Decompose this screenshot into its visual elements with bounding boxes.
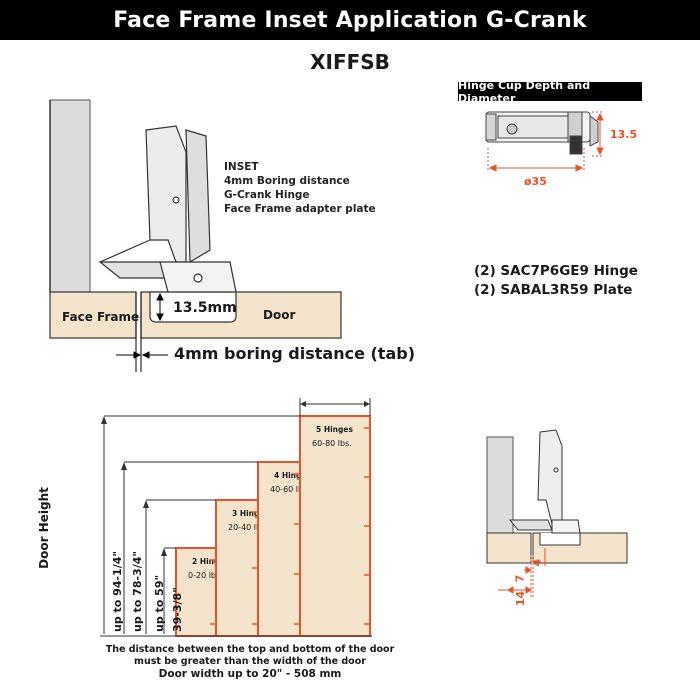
door-height-axis-label: Door Height	[37, 487, 51, 569]
page-title: Face Frame Inset Application G-Crank	[113, 7, 587, 33]
parts-item-plate: (2) SABAL3R59 Plate	[474, 282, 633, 298]
note-boring: 4mm Boring distance	[224, 175, 350, 187]
cup-depth-value: 13.5	[610, 128, 638, 141]
boring-distance-marks	[116, 292, 168, 372]
small-dim-14: 14	[514, 590, 528, 607]
cabinet-side-panel	[49, 99, 91, 293]
parts-list: (2) SAC7P6GE9 Hinge (2) SABAL3R59 Plate	[474, 262, 638, 300]
footer-line-3: Door width up to 20" - 508 mm	[158, 668, 342, 680]
cup-boring	[149, 291, 237, 323]
parts-item-hinge: (2) SAC7P6GE9 Hinge	[474, 263, 638, 279]
cup-diameter-value: ø35	[524, 175, 547, 188]
cup-depth-arrow	[156, 292, 164, 322]
door-label: Door	[263, 308, 296, 322]
footer-line-1: The distance between the top and bottom …	[105, 644, 395, 655]
face-frame-label: Face Frame	[62, 310, 140, 324]
cup-detail-label: Hinge Cup Depth and Diameter	[458, 79, 642, 105]
small-dim-4: 4	[530, 558, 544, 567]
cup-depth-label: 13.5mm	[173, 300, 237, 316]
note-hinge: G-Crank Hinge	[224, 189, 310, 201]
section-notes: INSET 4mm Boring distance G-Crank Hinge …	[224, 160, 376, 216]
footer-line-2: must be greater than the width of the do…	[134, 656, 366, 667]
model-number: XIFFSB	[310, 50, 390, 74]
chart-footer: The distance between the top and bottom …	[60, 644, 440, 680]
face-frame	[49, 291, 137, 339]
hinge-arm	[98, 125, 237, 293]
note-inset: INSET	[224, 161, 259, 173]
title-bar: Face Frame Inset Application G-Crank	[0, 0, 700, 40]
boring-distance-label: 4mm boring distance (tab)	[174, 344, 416, 363]
note-plate: Face Frame adapter plate	[224, 203, 376, 215]
small-dim-7: 7	[513, 574, 527, 583]
